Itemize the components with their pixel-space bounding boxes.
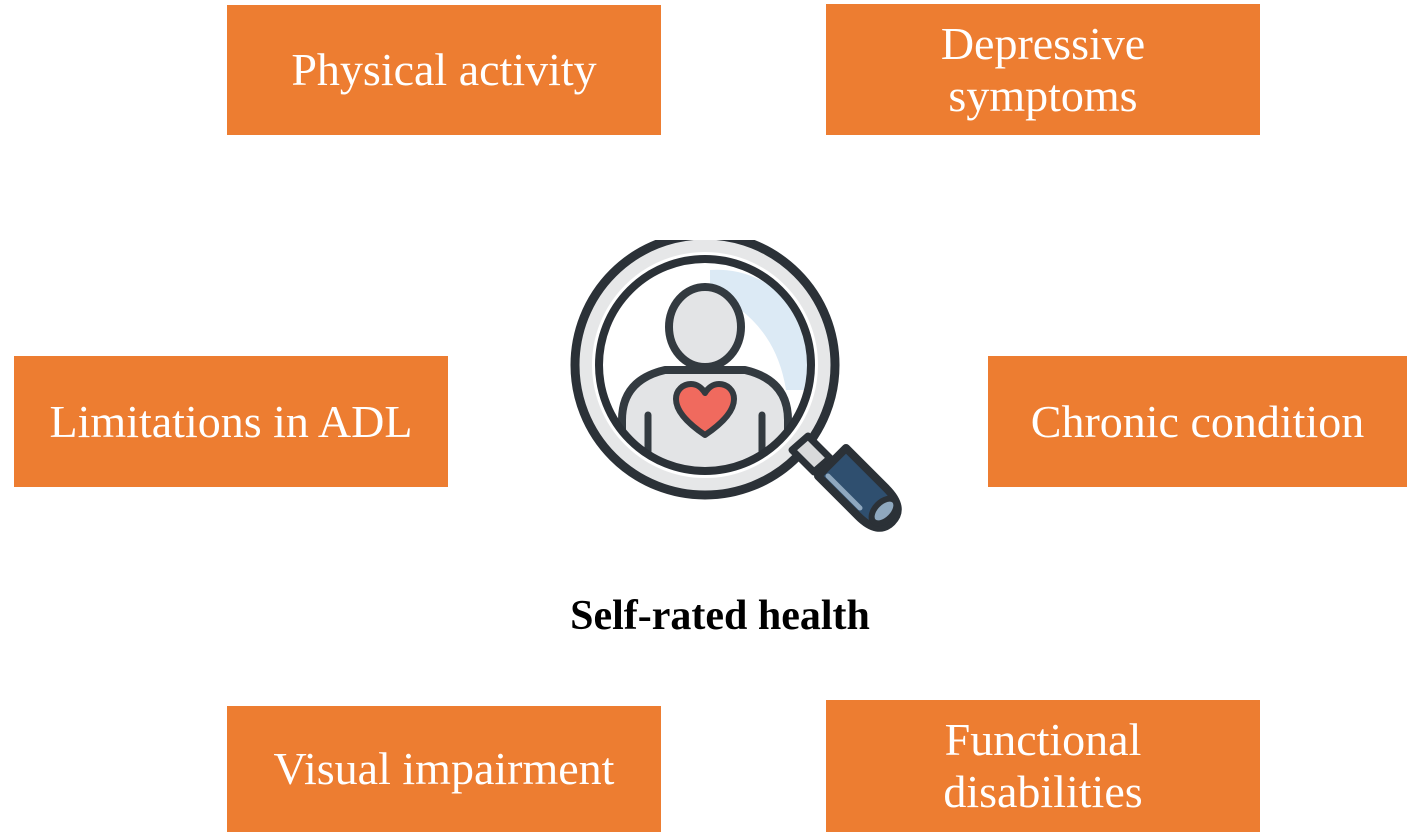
factor-physical-activity-label: Physical activity [291, 44, 597, 96]
factor-functional-disabilities-label: Functional disabilities [943, 714, 1143, 817]
factor-depressive-symptoms: Depressive symptoms [826, 4, 1260, 135]
factor-limitations-adl-label: Limitations in ADL [49, 395, 413, 447]
factor-chronic-condition-label: Chronic condition [1030, 395, 1365, 447]
magnifier-person-heart-icon [560, 230, 910, 560]
factor-limitations-adl: Limitations in ADL [14, 356, 448, 487]
factor-physical-activity: Physical activity [227, 5, 661, 135]
center-label: Self-rated health [570, 593, 870, 639]
factor-visual-impairment: Visual impairment [227, 706, 661, 832]
factor-functional-disabilities: Functional disabilities [826, 700, 1260, 832]
factor-chronic-condition: Chronic condition [988, 356, 1407, 487]
factor-visual-impairment-label: Visual impairment [273, 743, 615, 795]
factor-depressive-symptoms-label: Depressive symptoms [940, 17, 1146, 121]
